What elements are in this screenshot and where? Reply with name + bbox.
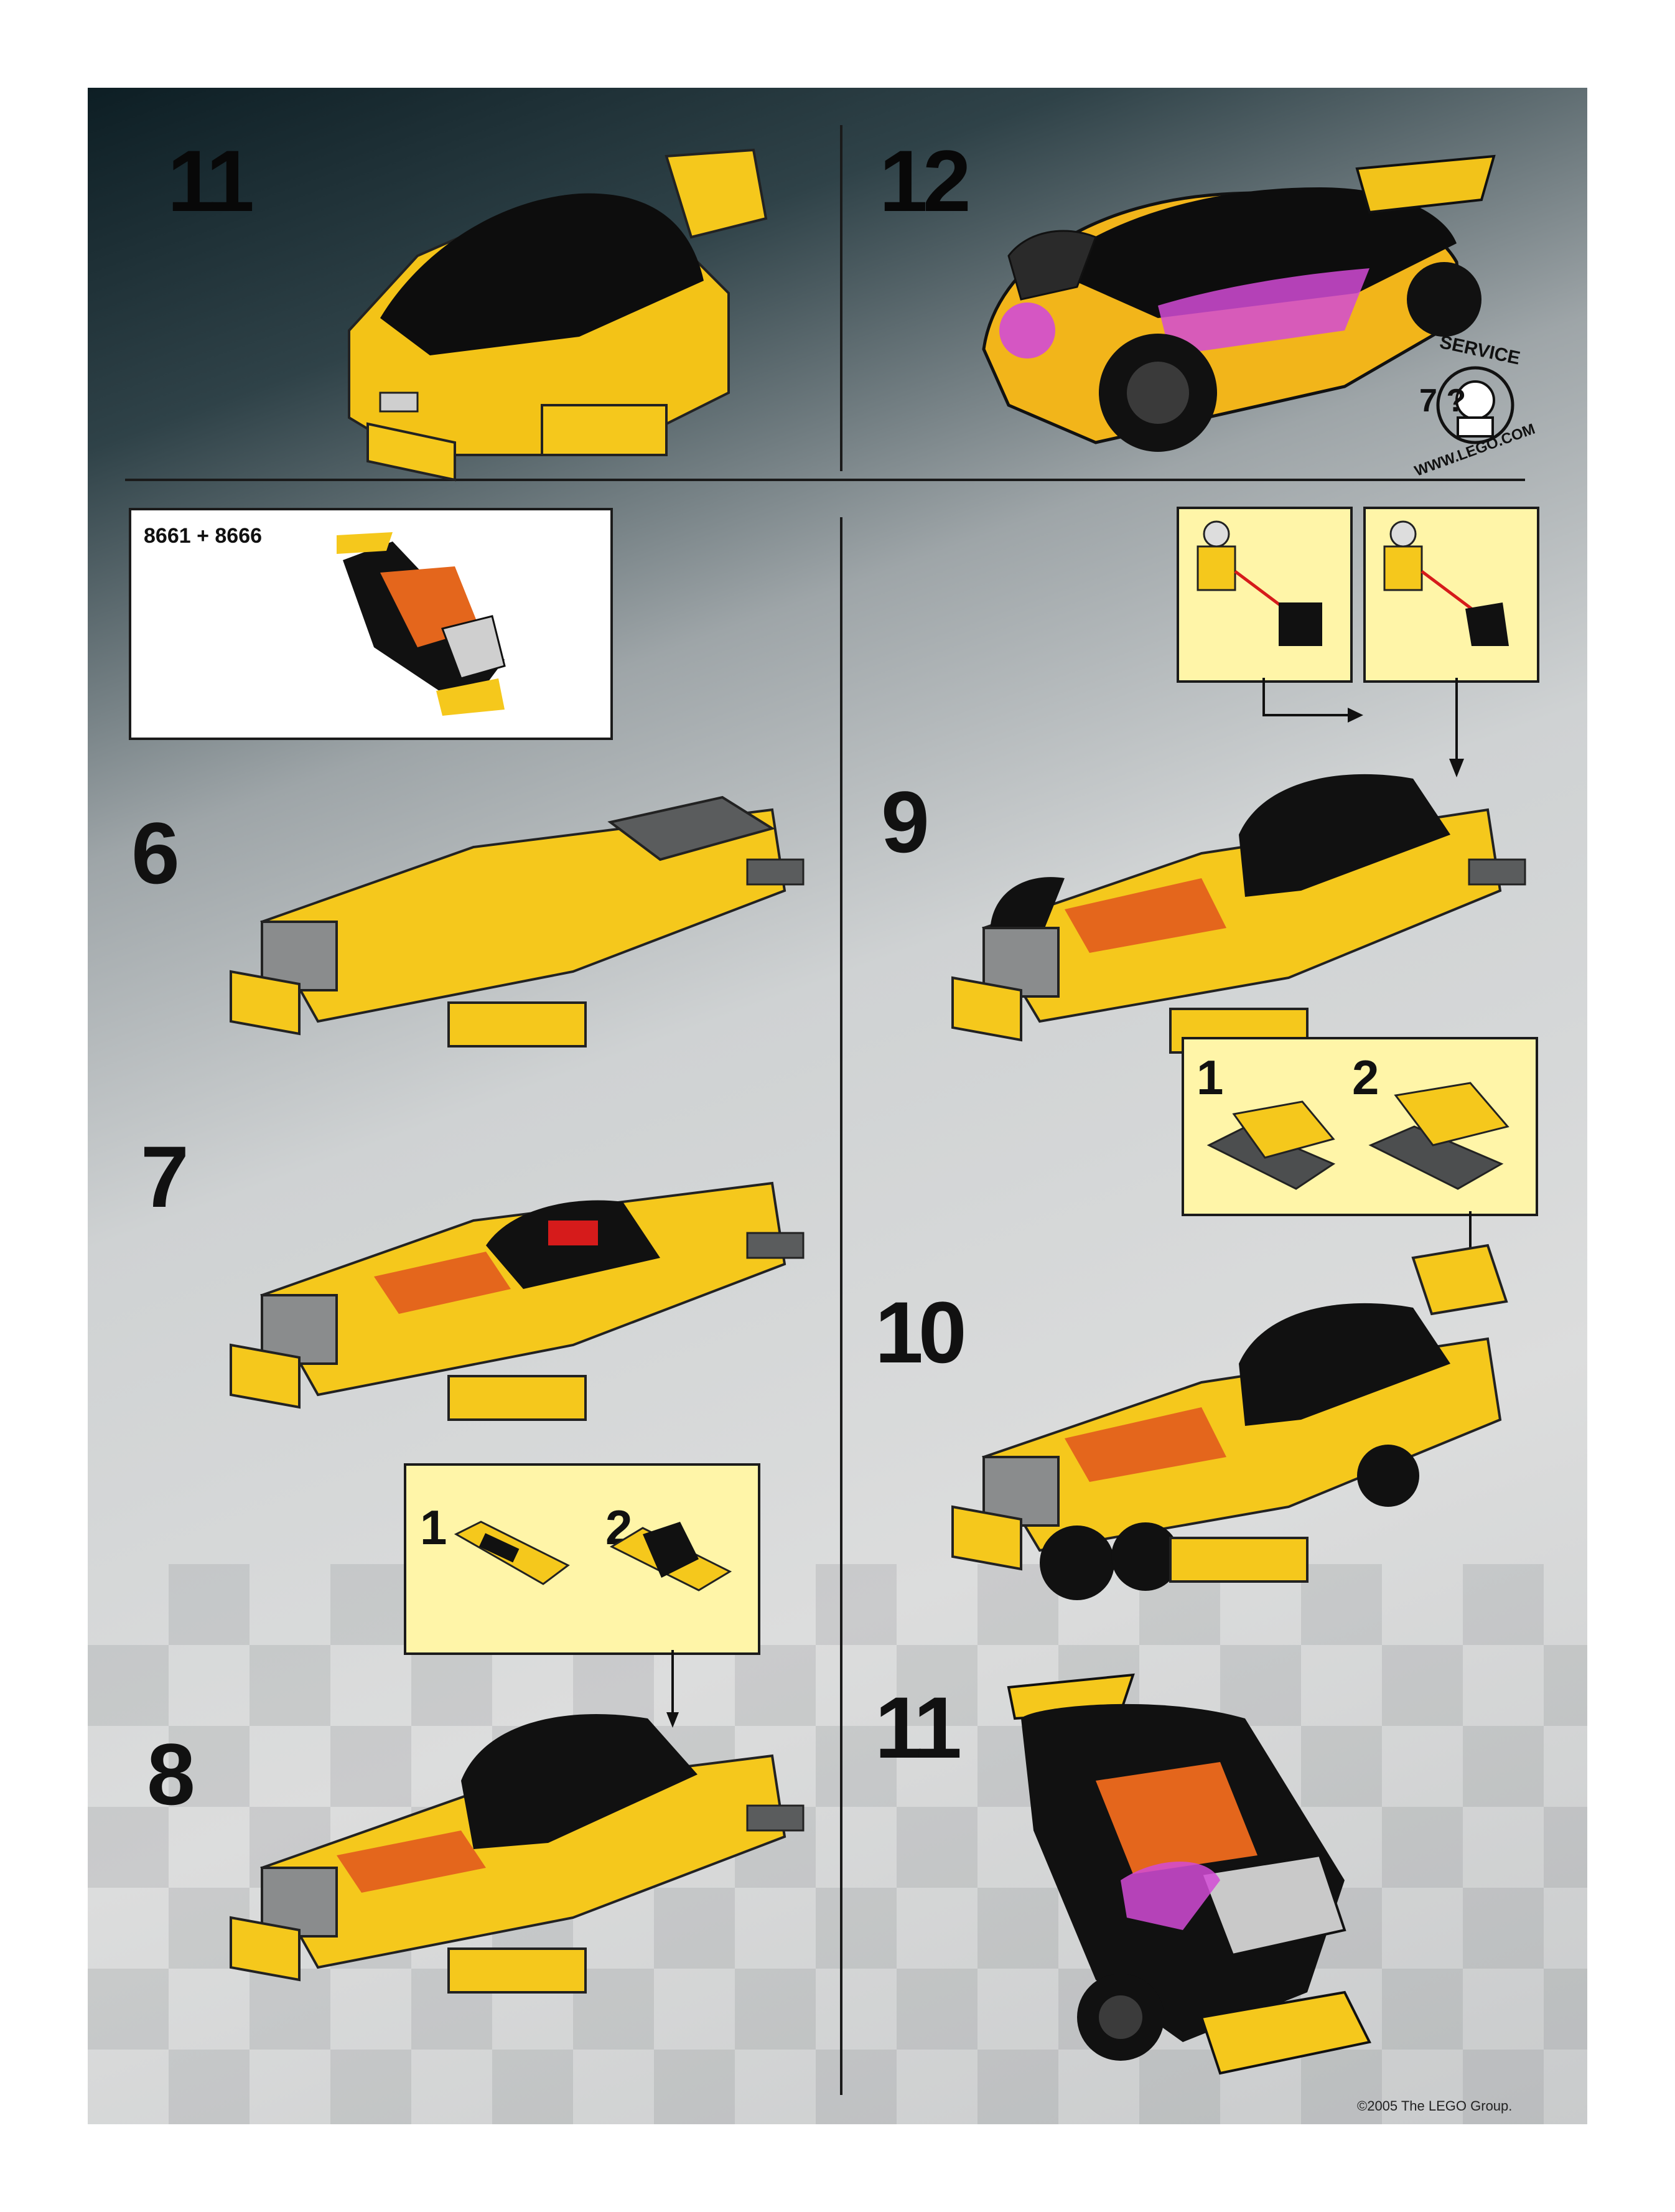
step-number-9: 9 xyxy=(881,779,925,866)
chassis-model-step-8 xyxy=(225,1681,847,2030)
callout-part-2-render xyxy=(1366,509,1537,680)
step-10-callout-box: 1 2 xyxy=(1182,1037,1538,1216)
top-vertical-divider xyxy=(840,125,842,471)
chassis-model-step-6 xyxy=(225,735,847,1084)
step-number-6: 6 xyxy=(131,810,175,897)
instruction-page: 11 12 7 ? SERVICE WWW.LEGO.COM 8661 + 86… xyxy=(88,88,1587,2124)
combo-car-render xyxy=(318,523,523,722)
combo-model-box: 8661 + 8666 xyxy=(129,508,613,740)
callout-item-1: 1 xyxy=(420,1503,447,1552)
car-body-model-step-11 xyxy=(256,131,816,480)
chassis-model-step-9 xyxy=(940,729,1562,1084)
step-number-7: 7 xyxy=(141,1133,184,1221)
chassis-model-step-7 xyxy=(225,1108,847,1457)
step-8-callout-box: 1 2 xyxy=(404,1463,760,1655)
callout-10-parts-render xyxy=(1209,1077,1520,1207)
step-9-callout-box-1 xyxy=(1177,507,1353,683)
callout-parts-render xyxy=(456,1522,742,1634)
copyright-text: ©2005 The LEGO Group. xyxy=(1357,2098,1512,2114)
callout-part-1-render xyxy=(1179,509,1350,680)
step-number-11-top: 11 xyxy=(167,138,250,225)
step-number-8: 8 xyxy=(147,1731,190,1818)
step-number-12: 12 xyxy=(879,138,966,225)
chassis-model-step-10 xyxy=(940,1233,1562,1619)
service-badge: 7 ? SERVICE WWW.LEGO.COM xyxy=(1407,343,1544,461)
finished-car-rear-render xyxy=(996,1669,1469,2098)
step-number-11-bottom: 11 xyxy=(875,1684,957,1771)
combo-label: 8661 + 8666 xyxy=(144,524,262,548)
step-9-callout-box-2 xyxy=(1363,507,1539,683)
service-badge-marks: 7 ? xyxy=(1419,383,1466,419)
